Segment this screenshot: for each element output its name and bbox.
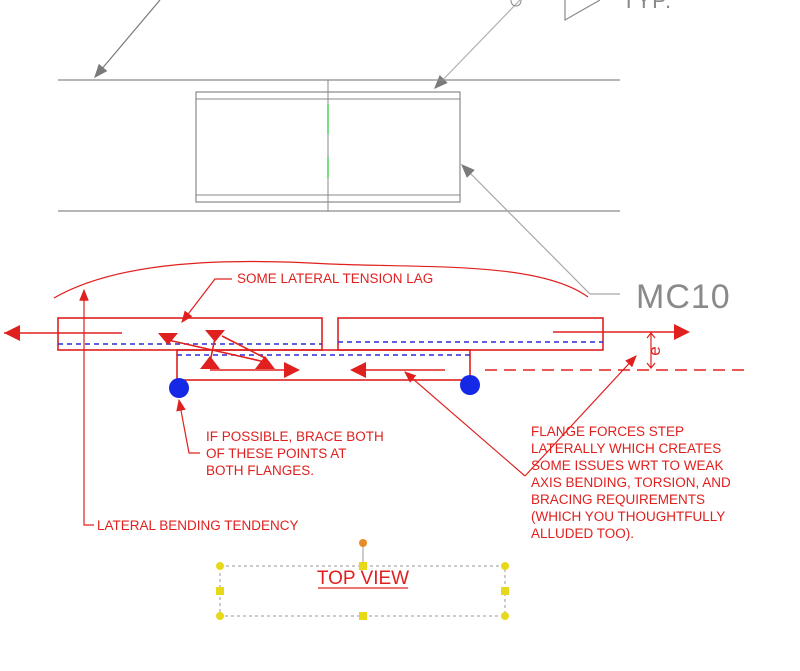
transfer-arrowhead-2	[205, 330, 225, 342]
channel-forcehead-left	[350, 362, 366, 378]
transfer-line-3	[221, 335, 266, 359]
flange-forces-note-line: AXIS BENDING, TORSION, AND	[531, 475, 731, 490]
leader-line-right	[434, 0, 521, 90]
resize-handle-top[interactable]	[359, 562, 367, 570]
brace-leader	[176, 398, 200, 454]
brace-note-line: IF POSSIBLE, BRACE BOTH	[206, 429, 384, 444]
resize-handle-bottom[interactable]	[359, 612, 367, 620]
brace-point-left	[169, 378, 189, 398]
eccentricity-tick-top	[646, 332, 656, 339]
resize-handle-bottom-right[interactable]	[501, 612, 509, 620]
transfer-line-1	[167, 339, 266, 363]
mc10-leader	[461, 164, 620, 295]
resize-handle-bottom-left[interactable]	[216, 612, 224, 620]
force-arrowhead-left	[4, 325, 20, 341]
transfer-line-2	[209, 337, 216, 363]
resize-handle-right[interactable]	[501, 587, 509, 595]
lateral-bending-note: LATERAL BENDING TENDENCY	[97, 518, 299, 533]
flange-forces-note-line: ALLUDED TOO).	[531, 526, 634, 541]
member-label: MC10	[636, 278, 731, 316]
channel-forcehead-right	[284, 362, 300, 378]
channel-plan	[176, 349, 471, 381]
eccentricity-label: e	[645, 346, 664, 355]
transfer-arrowhead-4	[255, 356, 275, 369]
eccentricity-tick-bottom	[646, 362, 656, 369]
bending-leader	[79, 288, 94, 526]
transfer-arrowhead-1	[158, 333, 178, 345]
resize-handle-top-right[interactable]	[501, 562, 509, 570]
weld-symbol-circle	[510, 0, 522, 7]
weld-symbol-flag	[564, 0, 601, 22]
top-view-textbox[interactable]: TOP VIEW	[216, 539, 509, 620]
right-flange-plate	[337, 317, 604, 351]
flange-forces-note-line: (WHICH YOU THOUGHTFULLY	[531, 509, 725, 524]
brace-note-line: OF THESE POINTS AT	[206, 446, 347, 461]
resize-handle-left[interactable]	[216, 587, 224, 595]
flange-forces-note-line: LATERALLY WHICH CREATES	[531, 441, 721, 456]
tension-lag-note: SOME LATERAL TENSION LAG	[237, 271, 433, 286]
brace-point-right	[460, 375, 480, 395]
flange-forces-leader-1	[404, 371, 526, 477]
flange-forces-leader-2	[524, 355, 637, 477]
view-title[interactable]: TOP VIEW	[317, 568, 409, 589]
flange-forces-note-line: BRACING REQUIREMENTS	[531, 492, 705, 507]
leader-line-left	[94, 0, 161, 79]
typical-label: TYP.	[622, 0, 672, 13]
flange-forces-note-line: FLANGE FORCES STEP	[531, 424, 684, 439]
transfer-arrowhead-3	[200, 356, 220, 369]
top-view-sketch: e SOME LATERAL TENSION LAG IF POSSIBLE, …	[4, 260, 745, 541]
elevation-view: TYP. MC10	[58, 0, 731, 316]
brace-note-line: BOTH FLANGES.	[206, 463, 314, 478]
rotate-handle[interactable]	[359, 539, 367, 547]
force-arrowhead-right	[674, 324, 690, 340]
flange-forces-note-line: SOME ISSUES WRT TO WEAK	[531, 458, 724, 473]
resize-handle-top-left[interactable]	[216, 562, 224, 570]
lateral-bending-curve	[53, 260, 589, 299]
tension-lag-leader	[181, 278, 232, 323]
